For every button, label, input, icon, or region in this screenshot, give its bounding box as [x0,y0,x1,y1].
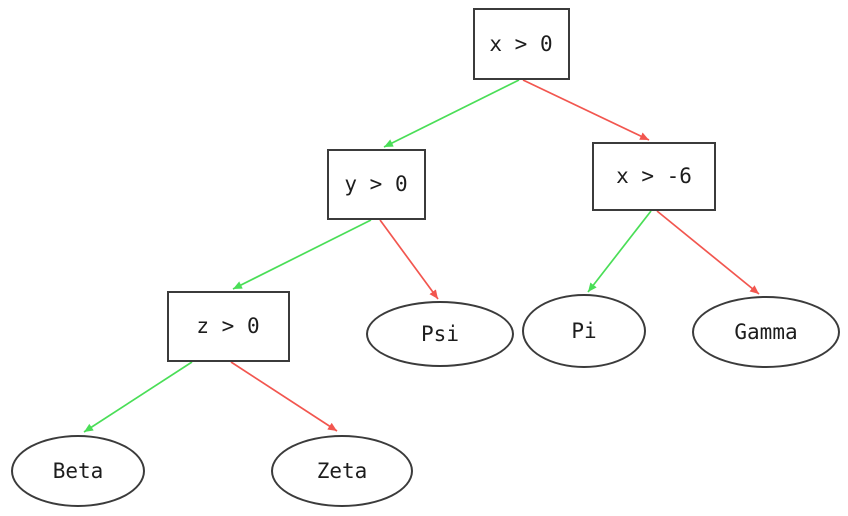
leaf-node-beta: Beta [11,435,145,507]
decision-node-z0: z > 0 [166,290,290,362]
node-label: Beta [52,459,104,483]
node-label: Pi [571,319,597,343]
decision-node-xm6: x > -6 [592,141,716,211]
edge-root-xm6-false [522,79,650,141]
decision-node-y0: y > 0 [326,148,426,220]
leaf-node-pi: Pi [522,294,646,368]
edge-y0-psi-false [379,219,439,300]
node-label: x > -6 [616,164,692,188]
edge-z0-beta-true [83,361,193,433]
leaf-node-psi: Psi [366,301,514,367]
edge-xm6-gamma-false [656,210,760,295]
node-label: y > 0 [344,172,408,196]
leaf-node-gamma: Gamma [692,296,840,368]
node-label: Zeta [316,459,368,483]
edge-xm6-pi-true [587,210,652,293]
edge-z0-zeta-false [230,361,338,432]
node-label: Psi [421,322,459,346]
node-label: x > 0 [489,32,553,56]
decision-node-root: x > 0 [472,8,570,80]
node-label: z > 0 [196,314,260,338]
edge-root-y0-true [383,79,520,148]
node-label: Gamma [734,320,798,344]
leaf-node-zeta: Zeta [271,435,413,507]
edge-y0-z0-true [232,219,372,290]
